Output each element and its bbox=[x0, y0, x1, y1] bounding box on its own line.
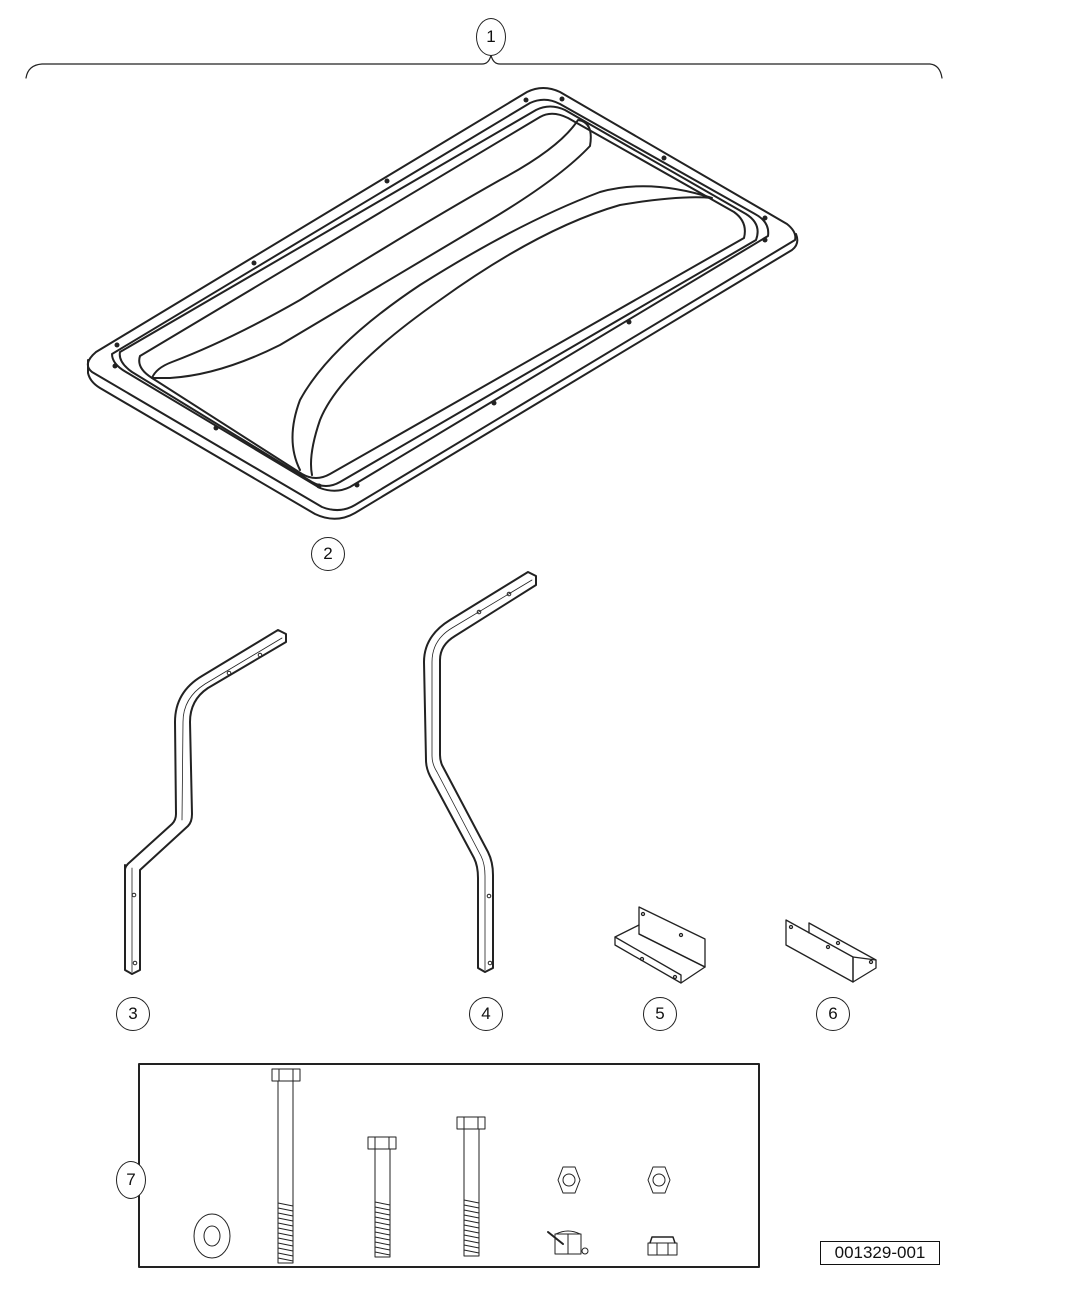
nylon-lock-nut bbox=[647, 1236, 678, 1256]
callout-1: 1 bbox=[476, 18, 506, 56]
strut-long bbox=[423, 571, 537, 973]
assembly-bracket bbox=[25, 54, 943, 79]
callout-5: 5 bbox=[643, 997, 677, 1031]
hardware-items bbox=[193, 1068, 678, 1264]
callout-7: 7 bbox=[116, 1161, 146, 1199]
callout-4: 4 bbox=[469, 997, 503, 1031]
roof-panel bbox=[86, 87, 799, 520]
figure-id-label: 001329-001 bbox=[820, 1241, 940, 1265]
callout-3: 3 bbox=[116, 997, 150, 1031]
channel-bracket-5 bbox=[614, 906, 706, 984]
hex-bolt-long bbox=[271, 1068, 301, 1264]
callout-2: 2 bbox=[311, 537, 345, 571]
hex-nut bbox=[557, 1166, 581, 1194]
callout-6: 6 bbox=[816, 997, 850, 1031]
strut-short bbox=[124, 629, 287, 975]
flat-washer bbox=[193, 1213, 231, 1259]
hex-bolt-short bbox=[367, 1136, 397, 1258]
hex-bolt-medium bbox=[456, 1116, 486, 1257]
channel-bracket-6 bbox=[785, 919, 877, 983]
lock-nut-with-pin bbox=[547, 1230, 589, 1255]
hex-nut bbox=[647, 1166, 671, 1194]
